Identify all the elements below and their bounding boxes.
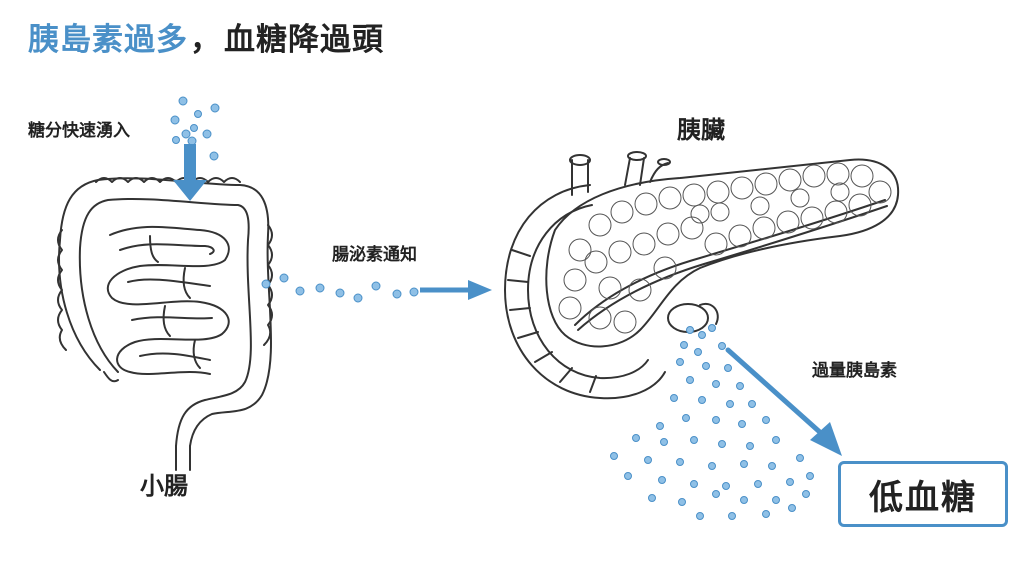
excess-insulin-arrowhead: [810, 422, 842, 456]
label-incretin-signal: 腸泌素通知: [332, 245, 417, 265]
low-blood-sugar-label: 低血糖: [869, 477, 977, 518]
title-separator: ，: [190, 22, 222, 58]
sugar-particles: [170, 96, 220, 161]
incretin-arrowhead: [468, 280, 492, 300]
label-small-intestine: 小腸: [140, 472, 188, 500]
pancreas-illustration: [504, 151, 900, 400]
low-blood-sugar-box: 低血糖: [838, 461, 1008, 527]
excess-insulin-arrow: [725, 347, 825, 437]
sugar-influx-arrow: [173, 144, 207, 201]
label-pancreas: 胰臟: [677, 116, 725, 144]
label-excess-insulin: 過量胰島素: [812, 361, 897, 381]
incretin-particles: [261, 273, 419, 303]
title-highlight: 胰島素過多: [28, 22, 188, 58]
pancreas-lobules: [558, 162, 892, 334]
page-title: 胰島素過多，血糖降過頭: [28, 14, 384, 59]
title-rest: 血糖降過頭: [224, 22, 384, 58]
label-sugar-influx: 糖分快速湧入: [28, 121, 130, 141]
insulin-particles: [610, 324, 814, 520]
small-intestine-illustration: [57, 177, 273, 471]
